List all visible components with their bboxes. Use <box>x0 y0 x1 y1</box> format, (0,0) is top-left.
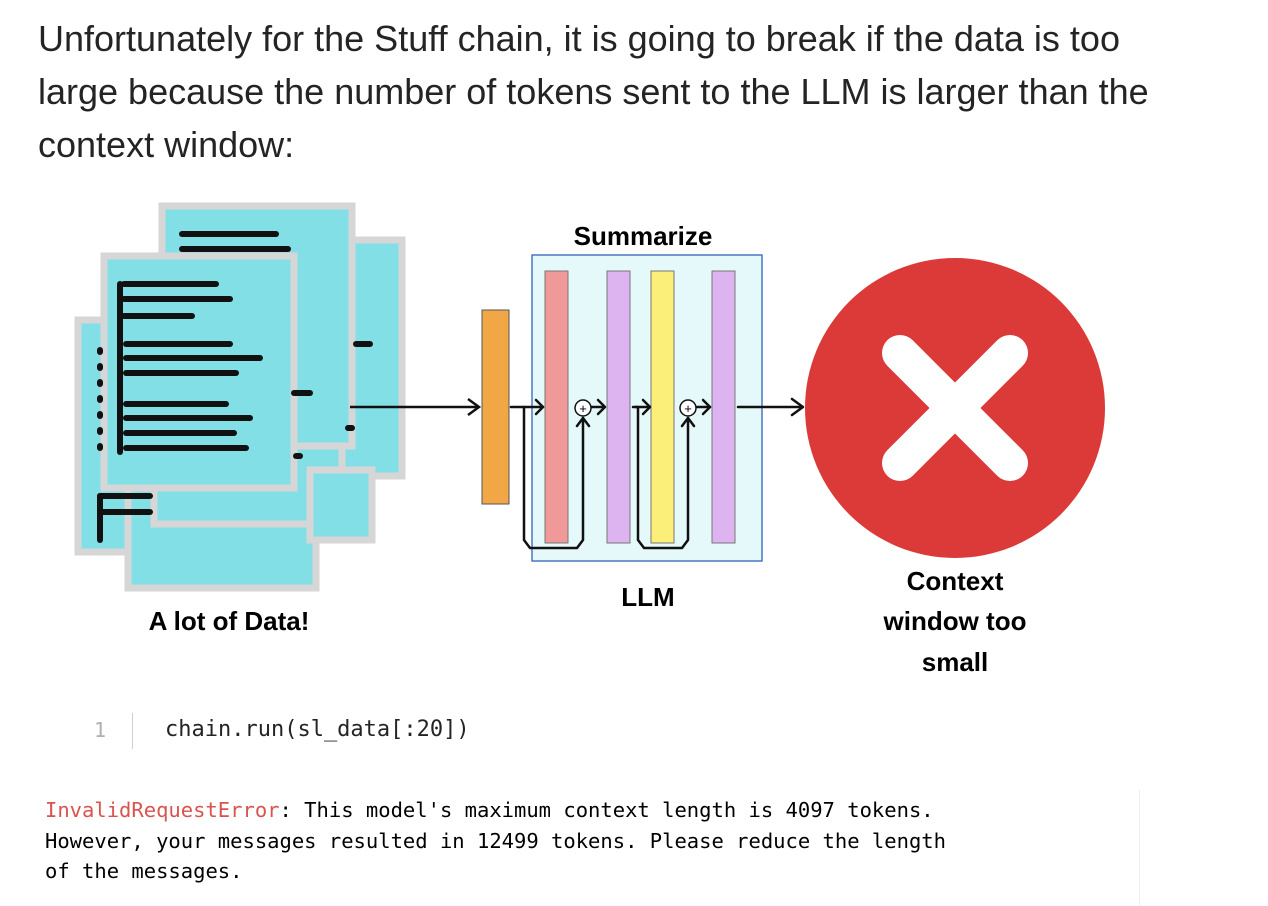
data-label: A lot of Data! <box>149 606 310 636</box>
error-name: InvalidRequestError <box>45 798 280 822</box>
llm-layer <box>544 270 569 544</box>
llm-layer <box>711 270 736 544</box>
llm-layer <box>606 270 631 544</box>
llm-layer <box>650 270 675 544</box>
document-page <box>306 466 376 544</box>
line-number: 1 <box>94 718 107 742</box>
plus-circle-icon: + <box>574 399 592 417</box>
error-x-icon <box>805 258 1105 558</box>
stuff-chain-diagram: A lot of Data! Summarize + + LLM <box>74 202 1105 677</box>
code-cell: 1 chain.run(sl_data[:20]) <box>80 713 680 749</box>
code-gutter-divider <box>132 713 133 749</box>
error-label-line-2: window too <box>883 606 1027 636</box>
input-embedding-block <box>481 309 510 505</box>
error-label-line-3: small <box>922 647 989 677</box>
output-border <box>1139 790 1140 906</box>
code-text: chain.run(sl_data[:20]) <box>165 717 470 742</box>
arrow-icon <box>350 397 482 417</box>
intro-paragraph: Unfortunately for the Stuff chain, it is… <box>38 18 1149 165</box>
error-output: InvalidRequestError: This model's maximu… <box>45 795 1140 887</box>
svg-text:+: + <box>579 401 587 416</box>
summarize-label: Summarize <box>574 221 713 251</box>
llm-label: LLM <box>621 582 674 612</box>
svg-text:+: + <box>684 401 692 416</box>
document-stack <box>74 202 406 592</box>
error-message: : This model's maximum context length is… <box>45 798 946 883</box>
error-label-line-1: Context <box>907 566 1004 596</box>
plus-circle-icon: + <box>679 399 697 417</box>
